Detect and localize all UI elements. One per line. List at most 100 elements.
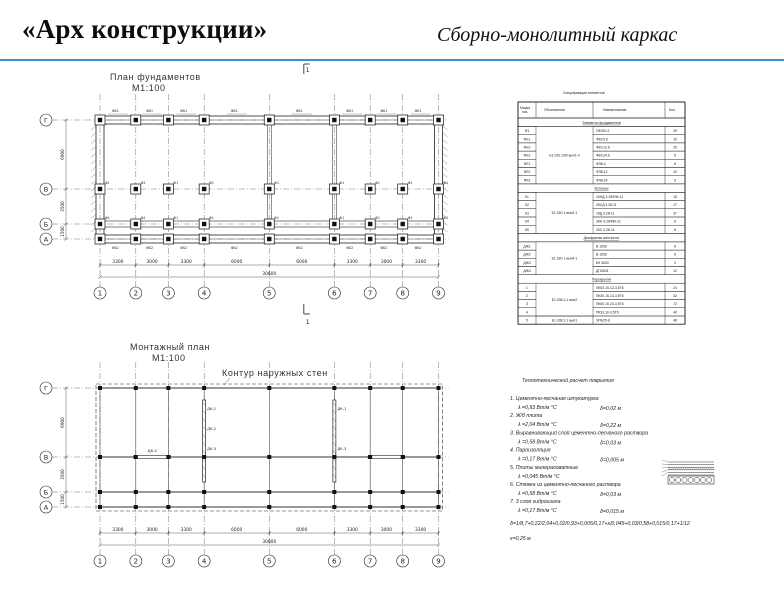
spec-cell-qty: 8: [674, 228, 676, 232]
spec-cell-mark: ФЛ1: [524, 162, 531, 166]
hatch: [202, 441, 206, 447]
dim-tick: [436, 543, 441, 547]
dim-value: 3000: [381, 259, 392, 265]
column: [201, 236, 207, 242]
axis-number: 9: [436, 558, 440, 566]
contour-label: Контур наружных стен: [222, 368, 328, 378]
hatch: [90, 221, 97, 226]
spec-cell-name: ПК63.15-12-3,5Т6: [596, 286, 624, 290]
spec-cell-name: В 1536: [596, 253, 607, 257]
block-mark: ФБ1: [346, 109, 353, 113]
column: [332, 117, 337, 123]
thermo-thickness: δ=0,02 м: [600, 406, 621, 412]
column: [166, 490, 171, 494]
hatch: [332, 425, 336, 431]
spec-cell-mark: 2: [526, 294, 528, 298]
spec-cell-name: ФБС12.6: [596, 146, 610, 150]
thermo-lambda: λ =0,17 Вт/м °С: [517, 457, 557, 463]
column: [97, 236, 103, 242]
thermo-layer-name: 5. Плиты минераловатные: [510, 465, 578, 471]
roof-hatch: [697, 466, 700, 471]
spec-header-cell: Марка: [520, 106, 530, 110]
footing-mark: Ф1: [209, 216, 214, 220]
axis-number: 6: [332, 558, 337, 566]
footing-mark: Ф1: [105, 181, 110, 185]
spec-cell-mark: 4: [526, 310, 528, 314]
hatch: [202, 449, 206, 455]
diaphragm: [202, 399, 207, 483]
dim-value: 3300: [181, 259, 192, 265]
column: [436, 221, 441, 227]
axis-bubble-5: [262, 286, 276, 300]
spec-cell-mark: К3: [525, 211, 529, 215]
column: [368, 505, 373, 509]
block-mark: ФБ2: [180, 246, 187, 250]
hatch: [90, 153, 97, 158]
section-mark: 1: [306, 67, 310, 74]
column: [367, 221, 373, 227]
column: [202, 386, 207, 390]
spec-cell-name: 2ФЛ10-2: [596, 129, 609, 133]
column: [436, 236, 441, 242]
roof-hatch: [695, 466, 698, 471]
hatch: [202, 473, 206, 479]
column: [332, 386, 337, 390]
axis-number: 8: [400, 558, 404, 566]
dim-value: 6000: [231, 259, 242, 265]
spec-cell-qty: 4: [674, 261, 676, 265]
dim-tick: [368, 263, 372, 267]
thermo-layer-name: 4. Пароизоляция: [510, 448, 551, 454]
spec-cell-mark: ДЖ1: [523, 245, 530, 249]
block-mark: ФБ1: [380, 109, 387, 113]
axis-number: 3: [166, 558, 170, 566]
column: [332, 186, 337, 192]
hatch: [202, 465, 206, 471]
dim-tick: [64, 455, 68, 459]
column: [201, 221, 207, 227]
dim-value: 6000: [296, 259, 307, 265]
column: [201, 186, 207, 192]
dim-value-vertical: 6900: [60, 417, 65, 428]
hatch: [442, 132, 448, 137]
spec-cell-mark: ФБ1: [524, 137, 531, 141]
spec-cell-qty: 20: [673, 170, 677, 174]
hatch: [332, 441, 336, 447]
dim-value: 3000: [146, 259, 157, 265]
axis-bubble-Г: [39, 113, 53, 127]
spec-cell-qty: 8: [674, 162, 676, 166]
dim-value: 6000: [231, 527, 242, 533]
column: [436, 117, 441, 123]
spec-cell-name: ФБС9.6: [596, 137, 608, 141]
hatch: [90, 159, 97, 165]
column: [436, 490, 441, 494]
column: [98, 505, 102, 509]
hatch: [332, 401, 336, 407]
axis-bubble-А: [39, 500, 53, 514]
foundation-plan: План фундаментовМ1:100Ф1Ф1Ф1Ф1Ф1Ф1Ф1Ф1Ф1…: [39, 63, 449, 326]
hatch: [442, 227, 448, 233]
hatch: [90, 207, 97, 212]
roof-hatch: [699, 466, 702, 471]
axis-bubble-1: [93, 554, 107, 568]
column: [267, 236, 272, 242]
column: [166, 236, 171, 242]
column: [436, 386, 441, 390]
spec-header-cell: Обозначение: [544, 108, 565, 112]
thermo-lambda: λ =0,045 Вт/м °С: [517, 474, 560, 480]
column: [332, 236, 337, 242]
dim-tick: [202, 531, 206, 535]
hatch: [442, 193, 448, 199]
column: [332, 221, 337, 227]
dim-total: 30600: [262, 539, 276, 545]
axis-number: 1: [98, 290, 102, 298]
plan-title: Монтажный план: [130, 342, 210, 352]
spec-cell-qty: 27: [673, 203, 677, 207]
dim-value: 6000: [296, 527, 307, 533]
column: [400, 455, 405, 459]
hatch: [442, 214, 448, 219]
hatch: [202, 417, 206, 423]
layer-leader: [661, 459, 669, 463]
drawing-sheet: План фундаментовМ1:100Ф1Ф1Ф1Ф1Ф1Ф1Ф1Ф1Ф1…: [39, 63, 715, 568]
beam-label: ДК-1: [207, 407, 216, 411]
